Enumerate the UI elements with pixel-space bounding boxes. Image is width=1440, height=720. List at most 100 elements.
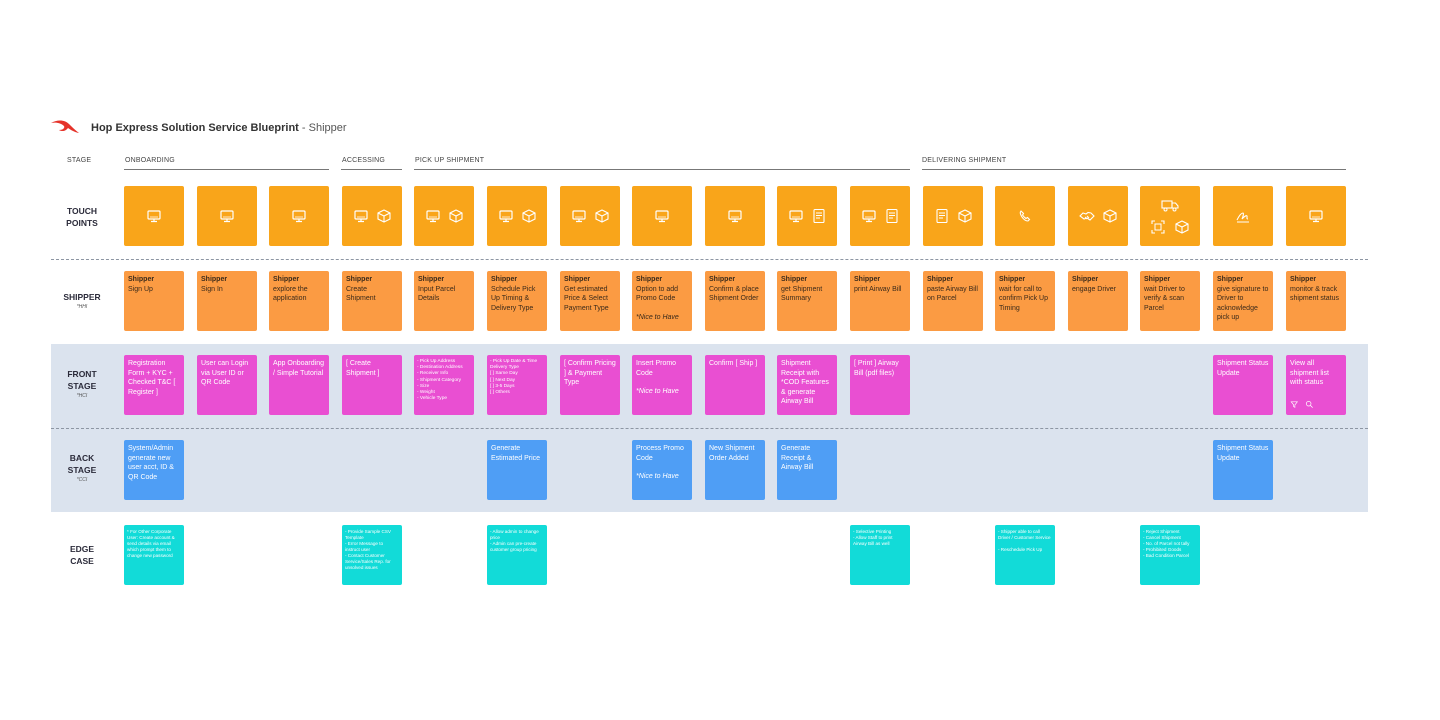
card-line: - Pick Up Date & Time <box>490 359 538 364</box>
edge-case-card: * For Other Corporate User: Create accou… <box>124 525 184 585</box>
card-line: [ ] 3-5 Days <box>490 383 515 389</box>
phase-pick-up-shipment: PICK UP SHIPMENT <box>415 157 485 164</box>
blueprint-title: Hop Express Solution Service Blueprint <box>91 122 299 134</box>
card-line: - Error Message to instruct user <box>345 541 384 552</box>
action-text: Get estimated Price & Select Payment Typ… <box>564 285 609 312</box>
phase-pick-up-line <box>414 169 910 170</box>
box-icon <box>448 209 463 223</box>
monitor-icon <box>425 210 440 223</box>
back-stage-card: System/Admin generate new user acct, ID … <box>124 440 184 500</box>
actor-label: Shipper <box>418 276 445 283</box>
card-line: * For Other Corporate User: Create accou… <box>127 529 175 558</box>
monitor-icon <box>571 210 586 223</box>
phase-accessing: ACCESSING <box>342 157 386 164</box>
touchpoint-card <box>197 186 257 246</box>
monitor-icon <box>728 210 742 223</box>
actor-label: Shipper <box>491 276 518 283</box>
row-label-line: TOUCH <box>66 206 98 216</box>
touchpoint-card <box>414 186 474 246</box>
page-title: Hop Express Solution Service Blueprint -… <box>91 122 347 134</box>
card-text: Process Promo Code <box>636 445 684 462</box>
row-label-touch-points: TOUCH POINTS <box>51 205 113 229</box>
actor-label: Shipper <box>346 276 373 283</box>
actor-label: Shipper <box>927 276 954 283</box>
front-stage-card: - Pick Up Address- Destination Address- … <box>414 355 474 415</box>
front-stage-card: Shipment Status Update <box>1213 355 1273 415</box>
card-line: [ ] Next Day <box>490 377 516 383</box>
action-text: wait Driver to verify & scan Parcel <box>1144 285 1185 312</box>
action-text: Create Shipment <box>346 285 376 303</box>
phase-delivering-shipment: DELIVERING SHIPMENT <box>922 157 1007 164</box>
actor-label: Shipper <box>1217 276 1244 283</box>
row-label-edge-case: EDGE CASE <box>51 543 113 567</box>
touchpoint-card <box>269 186 329 246</box>
card-line: - Cancel Shipment <box>1143 535 1181 540</box>
monitor-icon <box>292 210 306 223</box>
touchpoint-card <box>1286 186 1346 246</box>
monitor-icon <box>353 210 368 223</box>
action-text: Schedule Pick Up Timing & Delivery Type <box>491 285 536 312</box>
phone-icon <box>1019 210 1031 222</box>
truck-icon <box>1161 200 1179 212</box>
actor-label: Shipper <box>1290 276 1317 283</box>
line-of-visibility <box>51 428 1368 429</box>
separator-line <box>51 259 1368 260</box>
monitor-icon <box>655 210 669 223</box>
card-line: - Contact Customer Service/Sales Rep. fo… <box>345 553 391 570</box>
card-line: - Selective Printing <box>853 529 892 534</box>
card-text: User can Login via User ID or QR Code <box>201 360 249 387</box>
row-label-note: *HHI <box>76 304 88 310</box>
back-stage-card: Shipment Status Update <box>1213 440 1273 500</box>
card-text: Generate Estimated Price <box>491 445 541 462</box>
row-label-shipper: SHIPPER *HHI <box>51 291 113 311</box>
front-stage-card: Confirm [ Ship ] <box>705 355 765 415</box>
card-line: - Pick Up Address <box>417 359 456 364</box>
card-line: - Weight <box>417 390 435 396</box>
filter-icon <box>1290 401 1299 408</box>
box-icon <box>1175 220 1189 234</box>
row-label-note: *CCI <box>76 477 88 483</box>
card-text: App Onboarding / Simple Tutorial <box>273 360 324 377</box>
actor-label: Shipper <box>1072 276 1099 283</box>
card-line: [ ] Others <box>490 390 510 396</box>
touchpoint-card <box>1140 186 1200 246</box>
row-label-line: SHIPPER <box>63 292 101 302</box>
back-stage-card: Process Promo Code*Nice to Have <box>632 440 692 500</box>
action-text: monitor & track shipment status <box>1290 285 1340 303</box>
action-text: get Shipment Summary <box>781 285 823 303</box>
front-stage-card: Shipment Receipt with *COD Features & ge… <box>777 355 837 415</box>
monitor-icon <box>498 210 513 223</box>
front-stage-card: View all shipment list with status <box>1286 355 1346 415</box>
card-text: [ Print ] Airway Bill (pdf files) <box>854 360 899 377</box>
touchpoint-card <box>342 186 402 246</box>
actor-label: Shipper <box>564 276 591 283</box>
card-text: System/Admin generate new user acct, ID … <box>128 445 174 481</box>
front-stage-card: App Onboarding / Simple Tutorial <box>269 355 329 415</box>
card-text: Generate Receipt & Airway Bill <box>781 445 814 472</box>
card-text: Shipment Receipt with *COD Features & ge… <box>781 360 829 406</box>
box-icon <box>376 209 391 223</box>
card-text: Shipment Status Update <box>1217 445 1269 462</box>
actor-label: Shipper <box>128 276 155 283</box>
row-label-back-stage: BACK STAGE *CCI <box>51 452 113 484</box>
touchpoint-card <box>1068 186 1128 246</box>
shipper-action-card: Shipper get Shipment Summary <box>777 271 837 331</box>
action-text: Input Parcel Details <box>418 285 456 303</box>
actor-label: Shipper <box>781 276 808 283</box>
card-line: - Shipment Category <box>417 377 461 383</box>
monitor-icon <box>220 210 234 223</box>
phase-accessing-line <box>341 169 402 170</box>
monitor-icon <box>147 210 161 223</box>
row-label-front-stage: FRONT STAGE *HCI <box>51 368 113 400</box>
row-label-line: POINTS <box>66 218 98 228</box>
monitor-icon <box>861 210 876 223</box>
